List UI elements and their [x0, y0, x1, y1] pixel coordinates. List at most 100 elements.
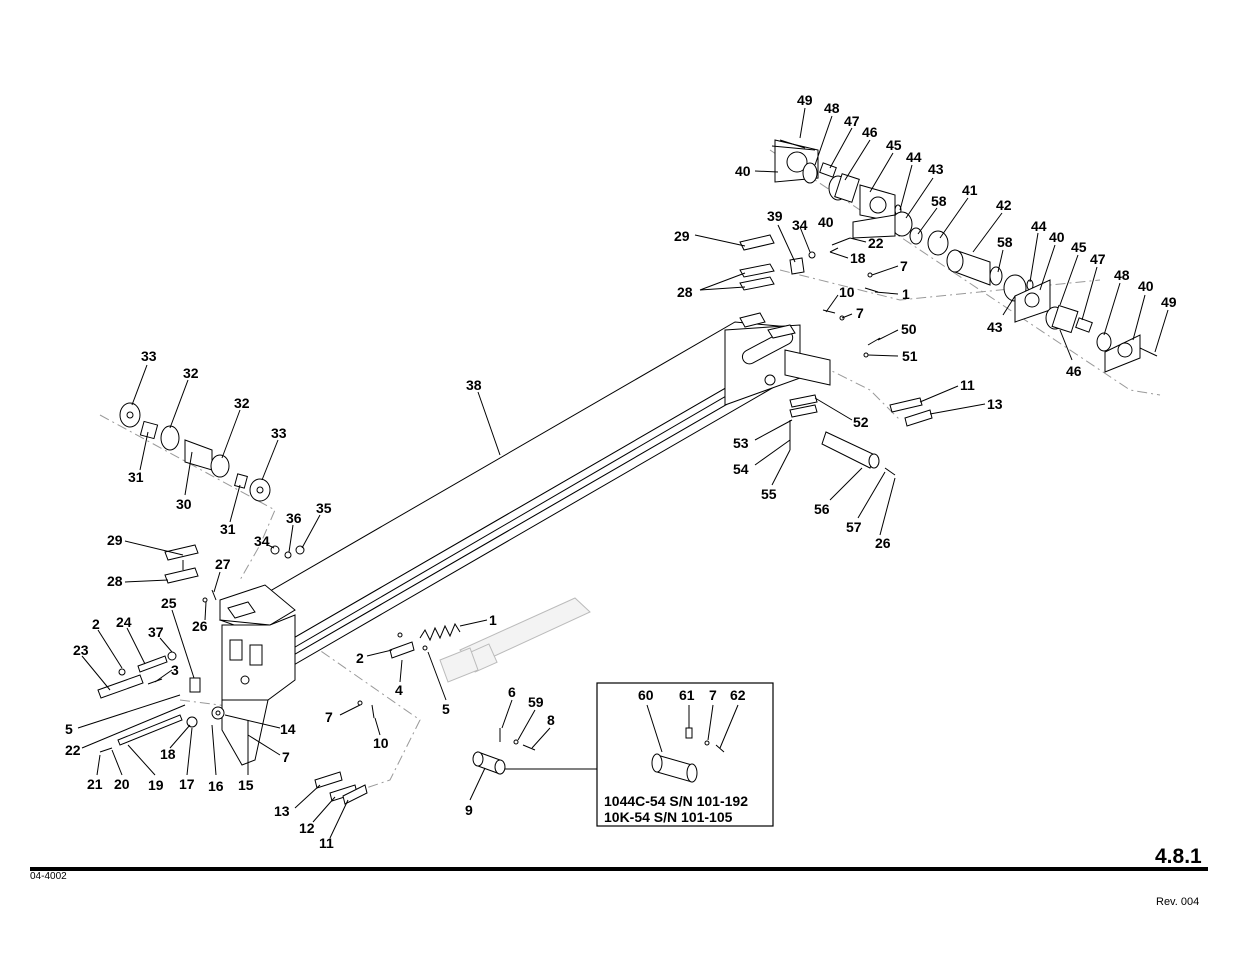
- main-boom: [218, 312, 831, 766]
- callout-32: 32: [234, 395, 250, 411]
- callout-7: 7: [709, 687, 717, 703]
- callout-38: 38: [466, 377, 482, 393]
- callout-44: 44: [906, 149, 922, 165]
- callout-14: 14: [280, 721, 296, 737]
- callout-9: 9: [465, 802, 473, 818]
- callout-1: 1: [902, 286, 910, 302]
- callout-25: 25: [161, 595, 177, 611]
- callout-43: 43: [987, 319, 1003, 335]
- top-right-hardware: [739, 234, 881, 358]
- callout-21: 21: [87, 776, 103, 792]
- inset-box: [596, 682, 774, 827]
- inset-serial-line-2: 10K-54 S/N 101-105: [604, 809, 733, 825]
- callout-28: 28: [107, 573, 123, 589]
- callout-48: 48: [824, 100, 840, 116]
- callout-48: 48: [1114, 267, 1130, 283]
- callout-60: 60: [638, 687, 654, 703]
- callout-15: 15: [238, 777, 254, 793]
- callout-51: 51: [902, 348, 918, 364]
- ghost-cylinder: [439, 597, 591, 683]
- callout-7: 7: [856, 305, 864, 321]
- callout-8: 8: [547, 712, 555, 728]
- callout-31: 31: [220, 521, 236, 537]
- callout-20: 20: [114, 776, 130, 792]
- callout-33: 33: [271, 425, 287, 441]
- callout-26: 26: [192, 618, 208, 634]
- callout-59: 59: [528, 694, 544, 710]
- callout-58: 58: [997, 234, 1013, 250]
- callout-53: 53: [733, 435, 749, 451]
- callout-35: 35: [316, 500, 332, 516]
- callout-29: 29: [107, 532, 123, 548]
- callout-45: 45: [1071, 239, 1087, 255]
- callout-47: 47: [844, 113, 860, 129]
- callout-22: 22: [65, 742, 81, 758]
- callout-1: 1: [489, 612, 497, 628]
- inset-serial-line-1: 1044C-54 S/N 101-192: [604, 793, 748, 809]
- callout-labels: 49 48 47 46 45 44 43 40 41 42 58 58 44 4…: [65, 92, 1177, 851]
- callout-47: 47: [1090, 251, 1106, 267]
- callout-7: 7: [900, 258, 908, 274]
- callout-13: 13: [987, 396, 1003, 412]
- callout-50: 50: [901, 321, 917, 337]
- leader-lines: [77, 107, 1169, 839]
- callout-57: 57: [846, 519, 862, 535]
- callout-2: 2: [92, 616, 100, 632]
- callout-45: 45: [886, 137, 902, 153]
- rear-pin-group: [789, 394, 933, 476]
- callout-44: 44: [1031, 218, 1047, 234]
- section-number: 4.8.1: [1155, 845, 1202, 868]
- callout-40: 40: [1049, 229, 1065, 245]
- callout-11: 11: [960, 377, 975, 393]
- callout-19: 19: [148, 777, 164, 793]
- callout-7: 7: [282, 749, 290, 765]
- callout-54: 54: [733, 461, 749, 477]
- callout-46: 46: [1066, 363, 1082, 379]
- lower-plates: [314, 771, 368, 805]
- callout-28: 28: [677, 284, 693, 300]
- footer-rule: [30, 867, 1208, 871]
- callout-52: 52: [853, 414, 869, 430]
- drawing-number: 04-4002: [30, 871, 67, 882]
- callout-7: 7: [325, 709, 333, 725]
- callout-40: 40: [818, 214, 834, 230]
- callout-49: 49: [1161, 294, 1177, 310]
- callout-5: 5: [65, 721, 73, 737]
- callout-39: 39: [767, 208, 783, 224]
- callout-34: 34: [254, 533, 270, 549]
- callout-33: 33: [141, 348, 157, 364]
- callout-4: 4: [395, 682, 403, 698]
- callout-18: 18: [850, 250, 866, 266]
- callout-30: 30: [176, 496, 192, 512]
- callout-42: 42: [996, 197, 1012, 213]
- callout-27: 27: [215, 556, 231, 572]
- callout-22: 22: [868, 235, 884, 251]
- callout-34: 34: [792, 217, 808, 233]
- callout-40: 40: [735, 163, 751, 179]
- revision-label: Rev. 004: [1156, 896, 1199, 908]
- callout-41: 41: [962, 182, 978, 198]
- callout-31: 31: [128, 469, 144, 485]
- callout-11: 11: [319, 835, 334, 851]
- callout-24: 24: [116, 614, 132, 630]
- callout-5: 5: [442, 701, 450, 717]
- callout-49: 49: [797, 92, 813, 108]
- cylinder-pin-group: [472, 728, 536, 775]
- left-pivot-assembly: [119, 402, 271, 502]
- callout-58: 58: [931, 193, 947, 209]
- callout-16: 16: [208, 778, 224, 794]
- callout-36: 36: [286, 510, 302, 526]
- adjuster-hardware: [97, 651, 249, 755]
- callout-13: 13: [274, 803, 290, 819]
- callout-12: 12: [299, 820, 315, 836]
- callout-18: 18: [160, 746, 176, 762]
- callout-6: 6: [508, 684, 516, 700]
- upper-pivot-assembly: [771, 139, 1158, 373]
- callout-62: 62: [730, 687, 746, 703]
- nut-hardware: [270, 545, 305, 559]
- callout-2: 2: [356, 650, 364, 666]
- callout-43: 43: [928, 161, 944, 177]
- front-plates: [164, 544, 217, 693]
- callout-29: 29: [674, 228, 690, 244]
